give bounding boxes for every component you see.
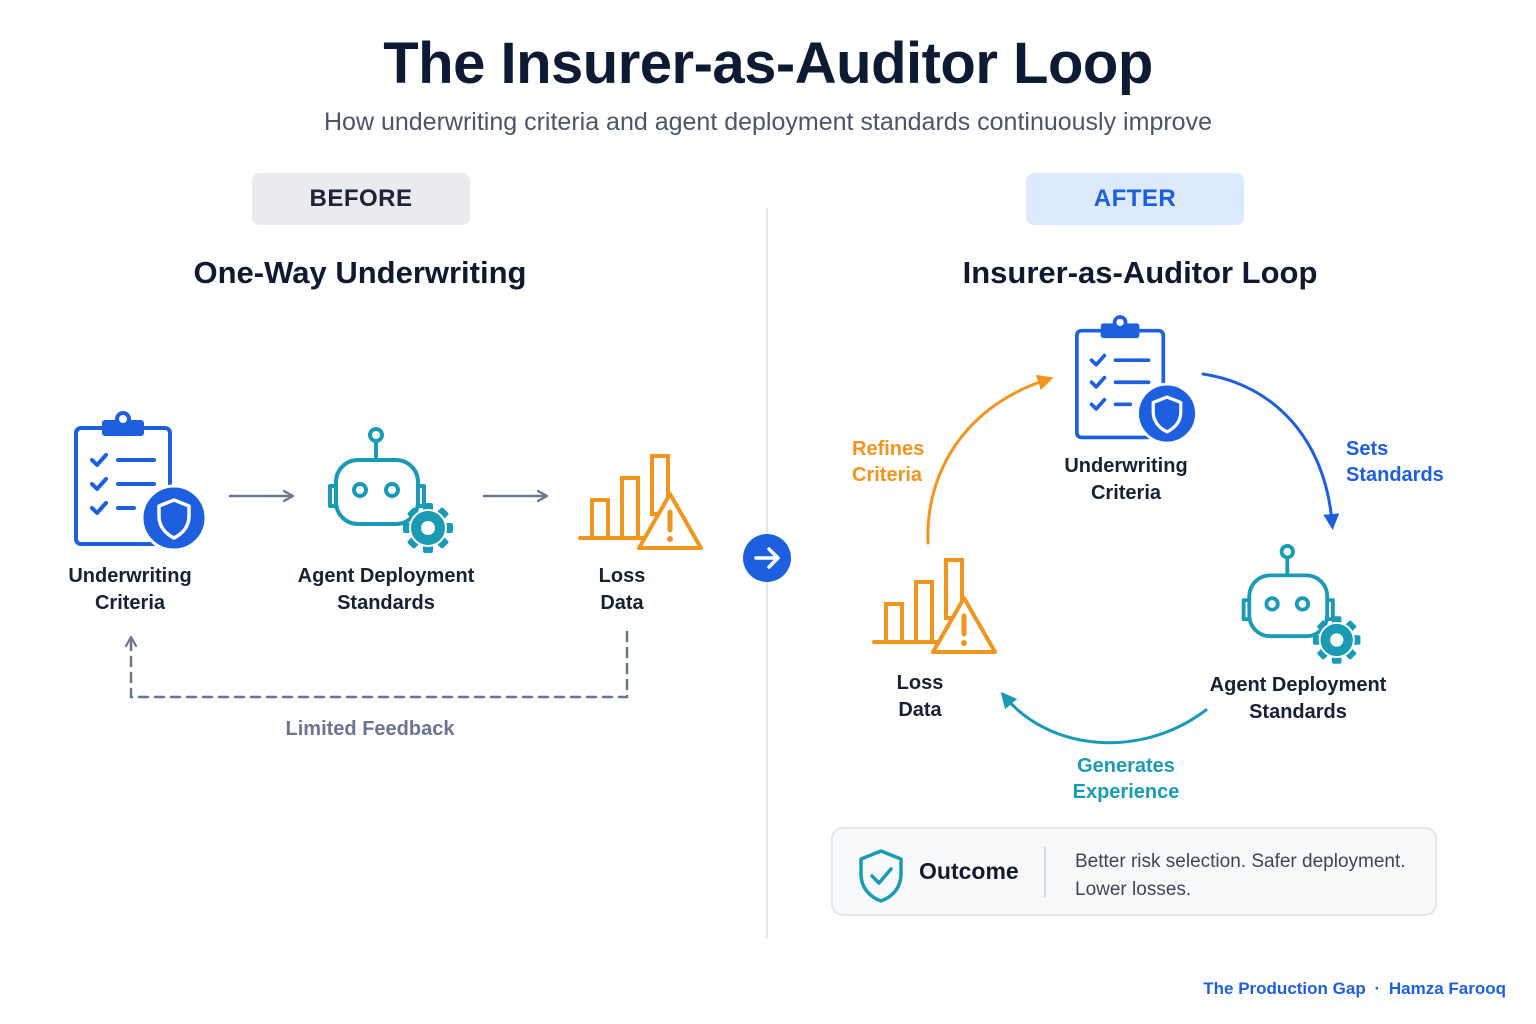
arrow-sets-standards — [1201, 372, 1340, 530]
edge-label-sets-line1: Sets — [1346, 438, 1389, 460]
footer-separator: · — [1374, 979, 1381, 998]
shield-check-icon — [859, 849, 903, 903]
before-node-underwriting-line1: Underwriting — [68, 565, 192, 587]
before-heading: One-Way Underwriting — [193, 255, 527, 290]
after-node-loss: Loss Data — [860, 670, 980, 724]
before-node-agent-line2: Standards — [337, 592, 435, 614]
edge-label-refines-line2: Criteria — [852, 464, 923, 486]
limited-feedback-dashed-arrow — [131, 630, 629, 699]
after-node-underwriting-line1: Underwriting — [1064, 455, 1188, 477]
after-node-loss-line1: Loss — [896, 672, 944, 694]
edge-label-generates-line2: Experience — [1072, 781, 1180, 803]
before-node-agent-line1: Agent Deployment — [297, 565, 475, 587]
edge-label-sets-line2: Standards — [1346, 464, 1444, 486]
after-node-agent: Agent Deployment Standards — [1188, 672, 1408, 726]
edge-label-refines-line1: Refines — [852, 438, 925, 460]
before-node-loss-line1: Loss — [598, 565, 646, 587]
page-title: The Insurer-as-Auditor Loop — [383, 31, 1153, 96]
after-heading: Insurer-as-Auditor Loop — [962, 255, 1318, 290]
before-node-underwriting: Underwriting Criteria — [30, 563, 230, 617]
after-node-underwriting-line2: Criteria — [1090, 482, 1162, 504]
before-badge: BEFORE — [252, 173, 470, 225]
after-node-agent-line2: Standards — [1249, 701, 1347, 723]
outcome-title: Outcome — [919, 858, 1019, 884]
after-badge: AFTER — [1026, 173, 1244, 225]
before-node-agent: Agent Deployment Standards — [286, 563, 486, 617]
outcome-box: Outcome Better risk selection. Safer dep… — [831, 827, 1437, 916]
edge-label-refines-criteria: Refines Criteria — [852, 436, 924, 488]
footer-credit: The Production Gap · Hamza Farooq — [1203, 979, 1506, 999]
edge-label-generates-experience: Generates Experience — [1046, 753, 1206, 805]
before-node-loss: Loss Data — [562, 563, 682, 617]
before-arrows — [0, 0, 629, 699]
before-node-loss-line2: Data — [600, 592, 644, 614]
after-node-loss-line2: Data — [898, 699, 942, 721]
outcome-separator — [1044, 847, 1046, 897]
footer-author: Hamza Farooq — [1388, 979, 1506, 998]
page-subtitle: How underwriting criteria and agent depl… — [324, 108, 1212, 136]
footer-publication: The Production Gap — [1203, 979, 1366, 998]
after-node-underwriting: Underwriting Criteria — [1026, 453, 1226, 507]
arrow-generates-experience — [1000, 691, 1208, 745]
edge-label-generates-line1: Generates — [1077, 755, 1175, 777]
limited-feedback-label: Limited Feedback — [285, 718, 455, 740]
edge-label-sets-standards: Sets Standards — [1346, 436, 1444, 488]
arrow-refines-criteria — [926, 374, 1054, 545]
after-node-agent-line1: Agent Deployment — [1209, 674, 1387, 696]
arrow-right-circle-icon — [743, 534, 791, 582]
outcome-text: Better risk selection. Safer deployment.… — [1075, 851, 1406, 900]
before-node-underwriting-line2: Criteria — [94, 592, 166, 614]
